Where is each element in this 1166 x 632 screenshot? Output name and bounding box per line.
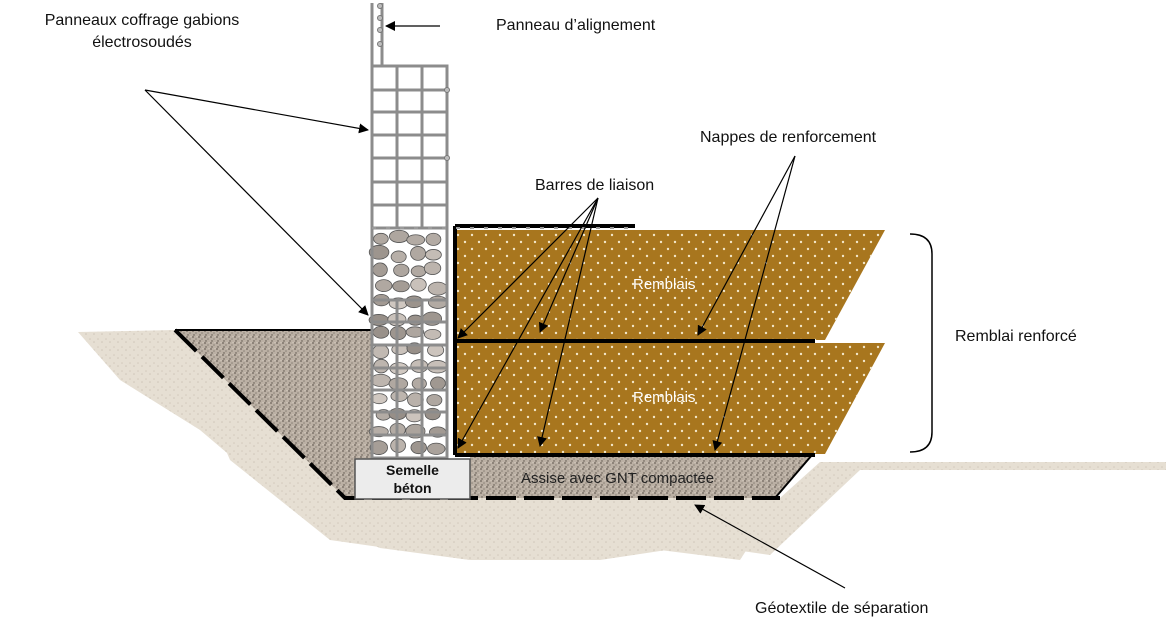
stone [427, 295, 448, 309]
reinforced-backfill-bracket [909, 233, 933, 453]
stone [425, 249, 442, 261]
stone [372, 262, 388, 278]
stone [405, 326, 425, 338]
arrow-icon [144, 21, 846, 589]
alignment-panel-label: Panneau d’alignement [496, 17, 656, 34]
stone [393, 263, 410, 277]
stone [410, 359, 429, 373]
panels-label-line1: Panneaux coffrage gabions [44, 12, 240, 29]
reinforcement-sheets-label: Nappes de renforcement [700, 129, 877, 146]
stone [368, 244, 390, 260]
stone [425, 232, 442, 246]
backfill-upper-label: Remblais [633, 276, 696, 293]
stone [424, 407, 441, 421]
bedding-layer [470, 455, 812, 498]
mesh-rings [377, 3, 450, 161]
alignment-panel-post [370, 3, 384, 460]
stone [430, 376, 446, 391]
stone [410, 440, 427, 455]
backfill-lower-dots [455, 343, 885, 454]
bedding-edge [774, 454, 813, 499]
stone [390, 250, 407, 264]
tie-bars-label: Barres de liaison [535, 177, 655, 194]
stone [392, 280, 410, 293]
stone-fill-icon [368, 229, 448, 455]
stone [410, 265, 427, 278]
stone [411, 377, 427, 390]
gabion-mesh-icon [370, 64, 449, 460]
stone [406, 234, 426, 246]
stone [370, 373, 391, 387]
panels-label-line2: électrosoudés [92, 34, 192, 51]
stone [372, 344, 390, 359]
stone [410, 246, 426, 261]
concrete-footing [354, 458, 471, 500]
stone [389, 229, 410, 243]
bedding-label: Assise avec GNT compactée [521, 470, 715, 487]
stone [404, 295, 424, 309]
stone [426, 394, 443, 407]
footing-label: Semelle béton [355, 461, 470, 497]
backfill-lower-label: Remblais [633, 389, 696, 406]
stone [427, 281, 448, 296]
stone [375, 279, 393, 293]
stone [373, 232, 389, 245]
stone [372, 325, 390, 339]
footing-label-line1: Semelle [386, 462, 439, 478]
stone [369, 440, 388, 455]
footing-label-line2: béton [393, 480, 432, 496]
stone [427, 442, 446, 455]
geotextile-line [173, 328, 780, 500]
stone [373, 358, 389, 374]
stone [390, 390, 408, 402]
backfill-upper-dots [455, 230, 885, 340]
reinforced-backfill-label: Remblai renforcé [955, 328, 1077, 345]
stone [423, 261, 442, 276]
stone [370, 393, 388, 405]
panels-label: Panneaux coffrage gabions électrosoudés [22, 10, 262, 54]
stone [424, 328, 442, 340]
gravel-wedge [175, 330, 372, 498]
ground-lower [175, 330, 780, 560]
geotextile-label: Géotextile de séparation [755, 600, 929, 617]
stone [410, 277, 427, 292]
